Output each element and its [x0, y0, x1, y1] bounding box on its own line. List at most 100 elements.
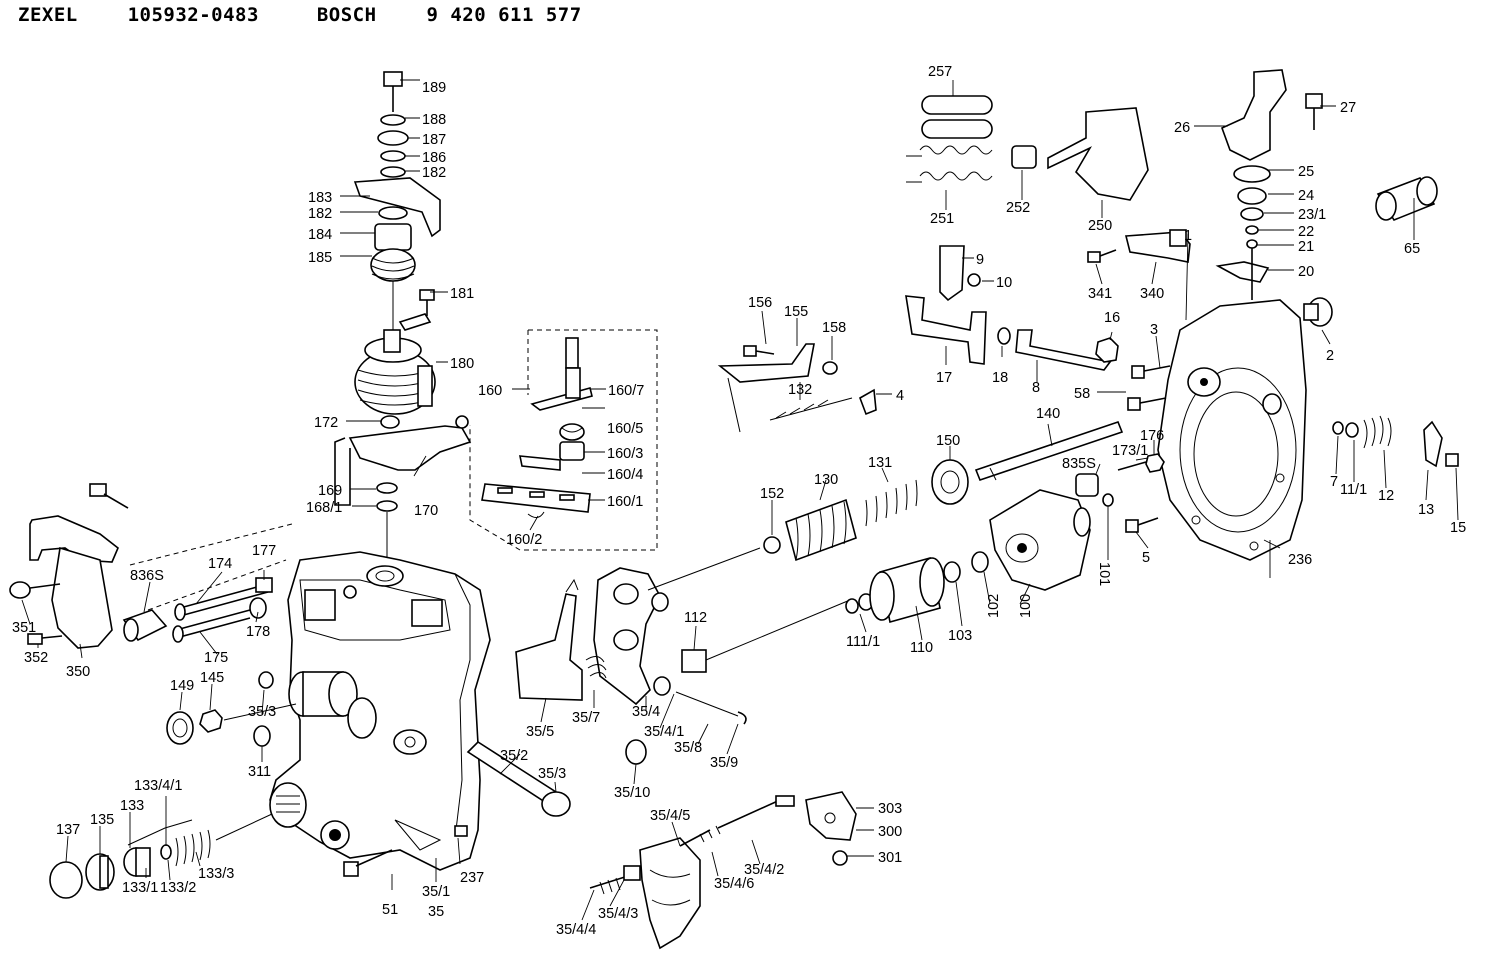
- label-130: 130: [814, 472, 838, 488]
- linkage-35-4: [515, 547, 761, 765]
- washers-145-149: [166, 671, 297, 747]
- label-300: 300: [878, 824, 902, 840]
- lever-17-group: [905, 245, 1112, 371]
- label-237: 237: [460, 870, 484, 886]
- label-133-4-1: 133/4/1: [134, 778, 182, 794]
- label-176: 176: [1140, 428, 1164, 444]
- label-21: 21: [1298, 239, 1314, 255]
- cable-132-group: [717, 343, 877, 433]
- label-181: 181: [450, 286, 474, 302]
- label-7: 7: [1330, 474, 1338, 490]
- label-352: 352: [24, 650, 48, 666]
- label-351: 351: [12, 620, 36, 636]
- label-35-4-6: 35/4/6: [714, 876, 754, 892]
- label-35-4: 35/4: [632, 704, 660, 720]
- label-23-1: 23/1: [1298, 207, 1326, 223]
- label-35-5: 35/5: [526, 724, 554, 740]
- label-132: 132: [788, 382, 812, 398]
- label-252: 252: [1006, 200, 1030, 216]
- label-169: 169: [318, 483, 342, 499]
- label-20: 20: [1298, 264, 1314, 280]
- label-341: 341: [1088, 286, 1112, 302]
- label-168-1: 168/1: [306, 500, 342, 516]
- label-178: 178: [246, 624, 270, 640]
- label-100: 100: [1018, 594, 1034, 618]
- bosch-part-number: 9 420 611 577: [426, 4, 582, 26]
- bolts-173-835s: [1075, 453, 1165, 533]
- label-3: 3: [1150, 322, 1158, 338]
- label-26: 26: [1174, 120, 1190, 136]
- label-250: 250: [1088, 218, 1112, 234]
- label-158: 158: [822, 320, 846, 336]
- label-9: 9: [976, 252, 984, 268]
- label-35: 35: [428, 904, 444, 920]
- label-101: 101: [1096, 562, 1112, 586]
- label-135: 135: [90, 812, 114, 828]
- label-180: 180: [450, 356, 474, 372]
- label-149: 149: [170, 678, 194, 694]
- end-housing-236: [1157, 299, 1307, 561]
- label-251: 251: [930, 211, 954, 227]
- label-188: 188: [422, 112, 446, 128]
- governor-housing-180: [354, 289, 436, 415]
- label-5: 5: [1142, 550, 1150, 566]
- label-236: 236: [1288, 552, 1312, 568]
- label-160: 160: [478, 383, 502, 399]
- label-160-1: 160/1: [607, 494, 643, 510]
- pump-housing-35: [269, 551, 491, 871]
- spring-12-group: [1332, 415, 1459, 468]
- label-4: 4: [896, 388, 904, 404]
- label-1: 1: [1184, 228, 1192, 244]
- shaft-35-2: [343, 740, 571, 877]
- label-35-1: 35/1: [422, 884, 450, 900]
- label-160-2: 160/2: [506, 532, 542, 548]
- label-303: 303: [878, 801, 902, 817]
- label-35-3-lower: 35/3: [538, 766, 566, 782]
- label-173-1: 173/1: [1112, 443, 1148, 459]
- label-184: 184: [308, 227, 332, 243]
- label-18: 18: [992, 370, 1008, 386]
- bolts-174-175: [122, 523, 293, 643]
- label-35-4-4: 35/4/4: [556, 922, 596, 938]
- lever-stack-20-27: [1215, 69, 1323, 300]
- label-65: 65: [1404, 241, 1420, 257]
- label-17: 17: [936, 370, 952, 386]
- label-186: 186: [422, 150, 446, 166]
- bracket-340: [1087, 229, 1191, 263]
- label-2: 2: [1326, 348, 1334, 364]
- block-112: [681, 599, 851, 673]
- label-133: 133: [120, 798, 144, 814]
- label-257: 257: [928, 64, 952, 80]
- label-350: 350: [66, 664, 90, 680]
- label-22: 22: [1298, 224, 1314, 240]
- label-160-7: 160/7: [608, 383, 644, 399]
- solenoid-110-group: [845, 489, 1091, 624]
- label-836s: 836S: [130, 568, 164, 584]
- label-10: 10: [996, 275, 1012, 291]
- zexel-part-number: 105932-0483: [127, 4, 259, 26]
- label-311: 311: [248, 764, 271, 780]
- label-155: 155: [784, 304, 808, 320]
- label-11-1: 11/1: [1340, 482, 1367, 498]
- label-145: 145: [200, 670, 224, 686]
- label-133-1: 133/1: [122, 880, 158, 896]
- label-35-3: 35/3: [248, 704, 276, 720]
- label-35-10: 35/10: [614, 785, 650, 801]
- label-35-8: 35/8: [674, 740, 702, 756]
- label-103: 103: [948, 628, 972, 644]
- label-174: 174: [208, 556, 232, 572]
- sleeve-65: [1375, 176, 1438, 221]
- springs-257-251: [906, 95, 1149, 201]
- label-182: 182: [308, 206, 332, 222]
- label-170: 170: [414, 503, 438, 519]
- label-58: 58: [1074, 386, 1090, 402]
- label-156: 156: [748, 295, 772, 311]
- label-172: 172: [314, 415, 338, 431]
- label-131: 131: [868, 455, 892, 471]
- label-35-4-1: 35/4/1: [644, 724, 684, 740]
- label-175: 175: [204, 650, 228, 666]
- label-35-9: 35/9: [710, 755, 738, 771]
- label-25: 25: [1298, 164, 1314, 180]
- label-15: 15: [1450, 520, 1466, 536]
